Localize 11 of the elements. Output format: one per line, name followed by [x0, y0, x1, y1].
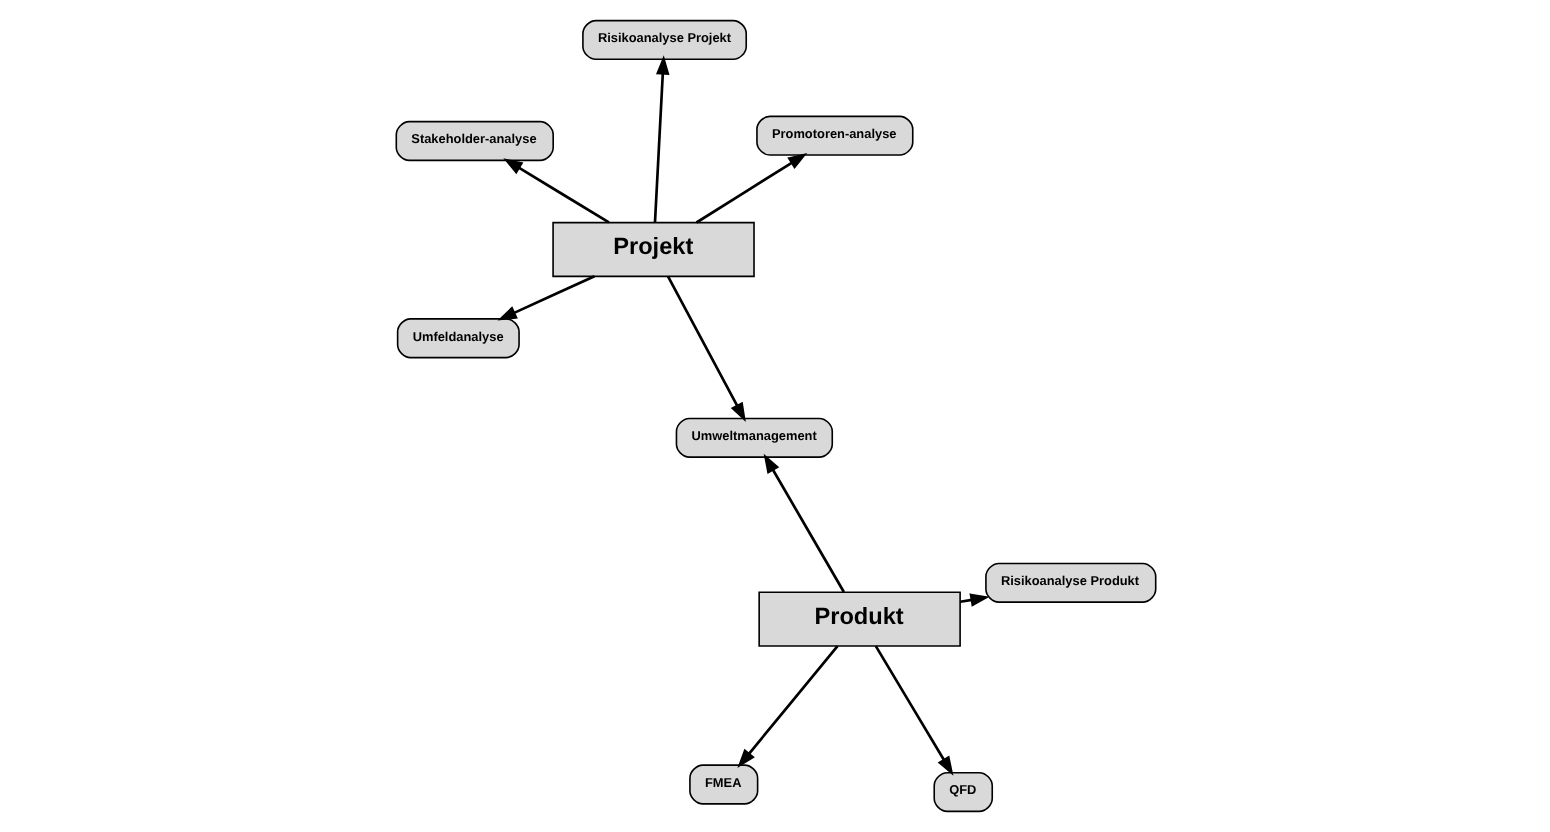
node-box: Projekt	[551, 221, 754, 278]
arrow	[873, 645, 953, 776]
arrow	[694, 153, 807, 224]
arrow	[496, 275, 594, 321]
arrow	[762, 453, 845, 593]
arrow	[959, 593, 989, 607]
arrow	[652, 55, 669, 223]
arrow	[736, 645, 838, 768]
arrow	[502, 158, 609, 224]
node-box: Produkt	[757, 591, 960, 647]
arrow	[665, 275, 745, 422]
